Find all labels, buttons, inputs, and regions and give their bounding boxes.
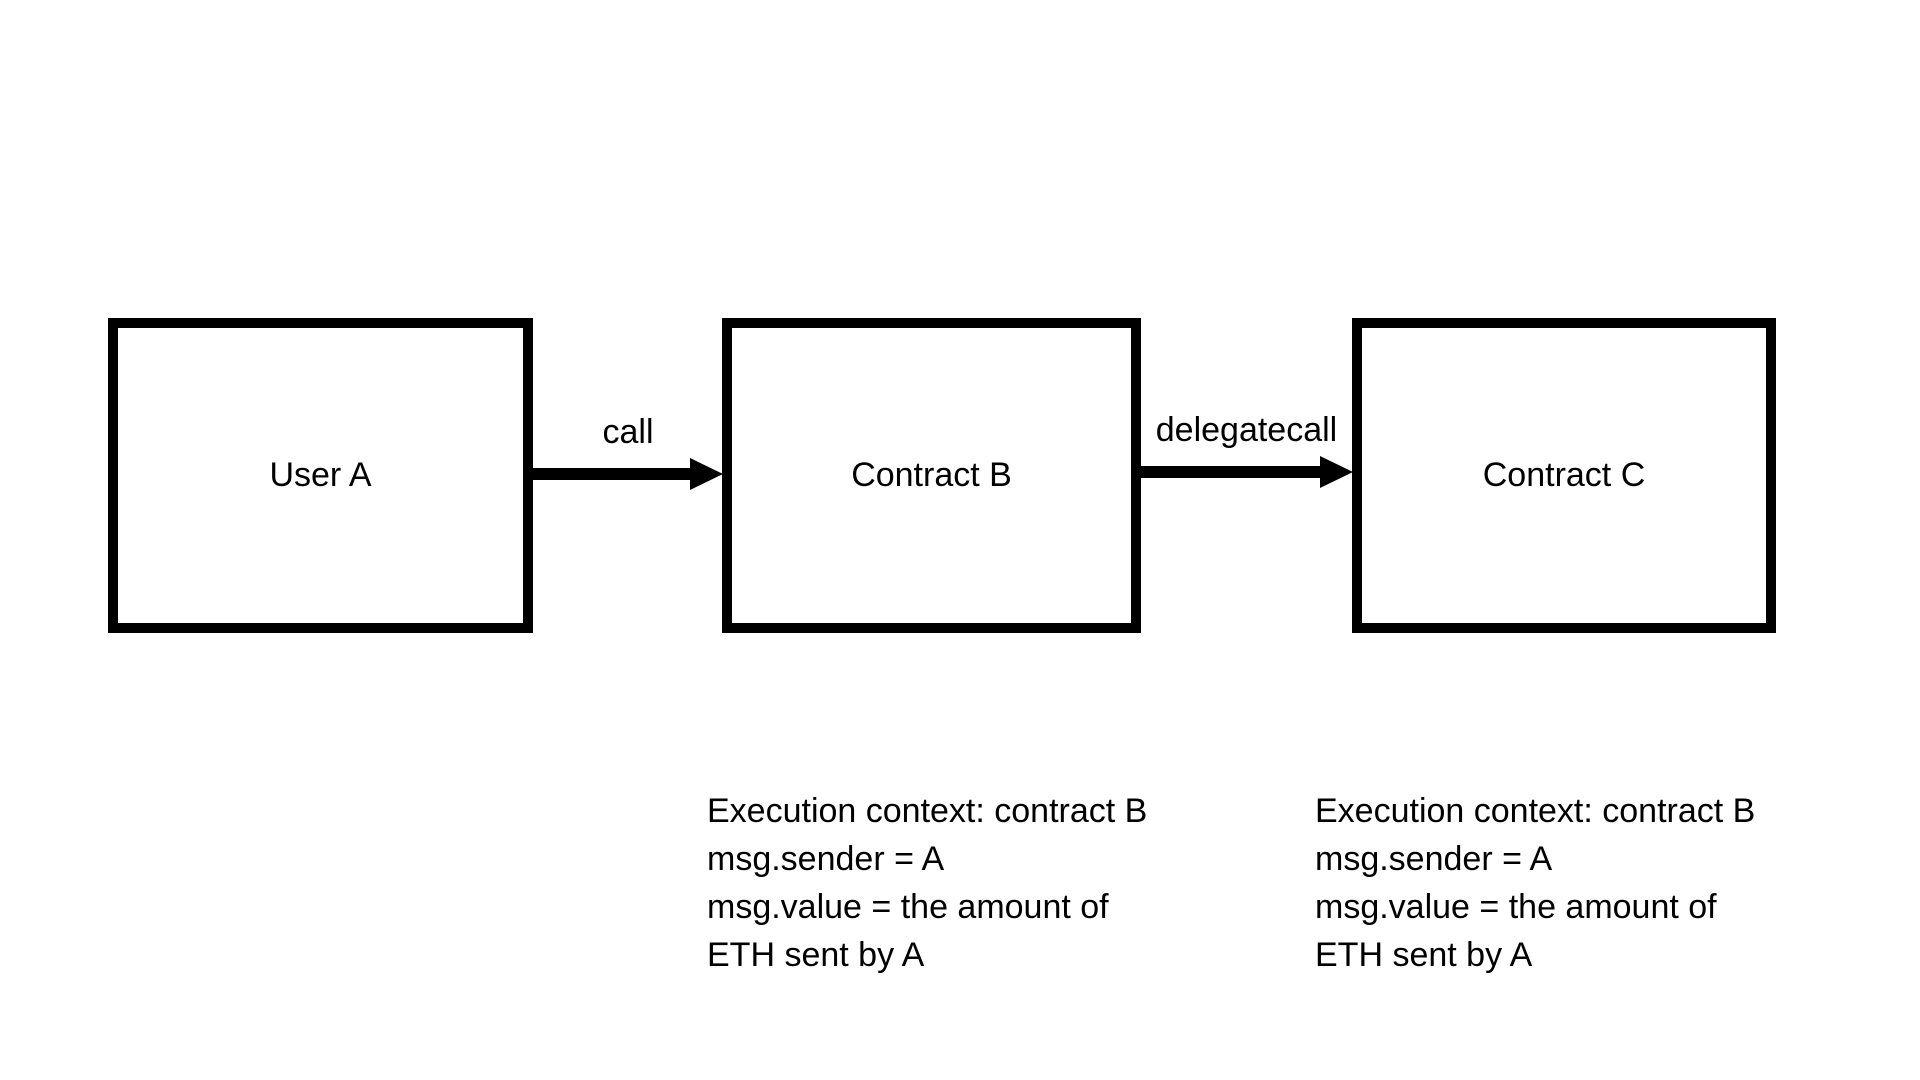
- node-user-a: User A: [108, 318, 533, 633]
- annotation-line: msg.value = the amount of: [707, 888, 1109, 926]
- arrow-delegatecall-shaft: [1141, 466, 1323, 478]
- arrow-call-head-icon: [690, 458, 723, 490]
- arrow-delegatecall-label: delegatecall: [1155, 411, 1338, 449]
- annotation-line: msg.value = the amount of: [1315, 888, 1717, 926]
- annotation-line: msg.sender = A: [1315, 840, 1553, 878]
- arrow-call-shaft: [533, 468, 693, 480]
- arrow-call-label: call: [602, 413, 654, 451]
- annotation-line: Execution context: contract B: [1315, 792, 1756, 830]
- annotation-line: ETH sent by A: [1315, 936, 1533, 974]
- node-contract-b-label: Contract B: [851, 456, 1012, 495]
- annotation-contract-b: Execution context: contract B msg.sender…: [707, 787, 1207, 979]
- arrow-delegatecall-head-icon: [1320, 456, 1353, 488]
- node-contract-c: Contract C: [1352, 318, 1776, 633]
- annotation-line: msg.sender = A: [707, 840, 945, 878]
- node-contract-c-label: Contract C: [1482, 456, 1646, 495]
- node-user-a-label: User A: [269, 456, 372, 495]
- annotation-line: ETH sent by A: [707, 936, 925, 974]
- annotation-line: Execution context: contract B: [707, 792, 1148, 830]
- annotation-contract-c: Execution context: contract B msg.sender…: [1315, 787, 1815, 979]
- node-contract-b: Contract B: [722, 318, 1141, 633]
